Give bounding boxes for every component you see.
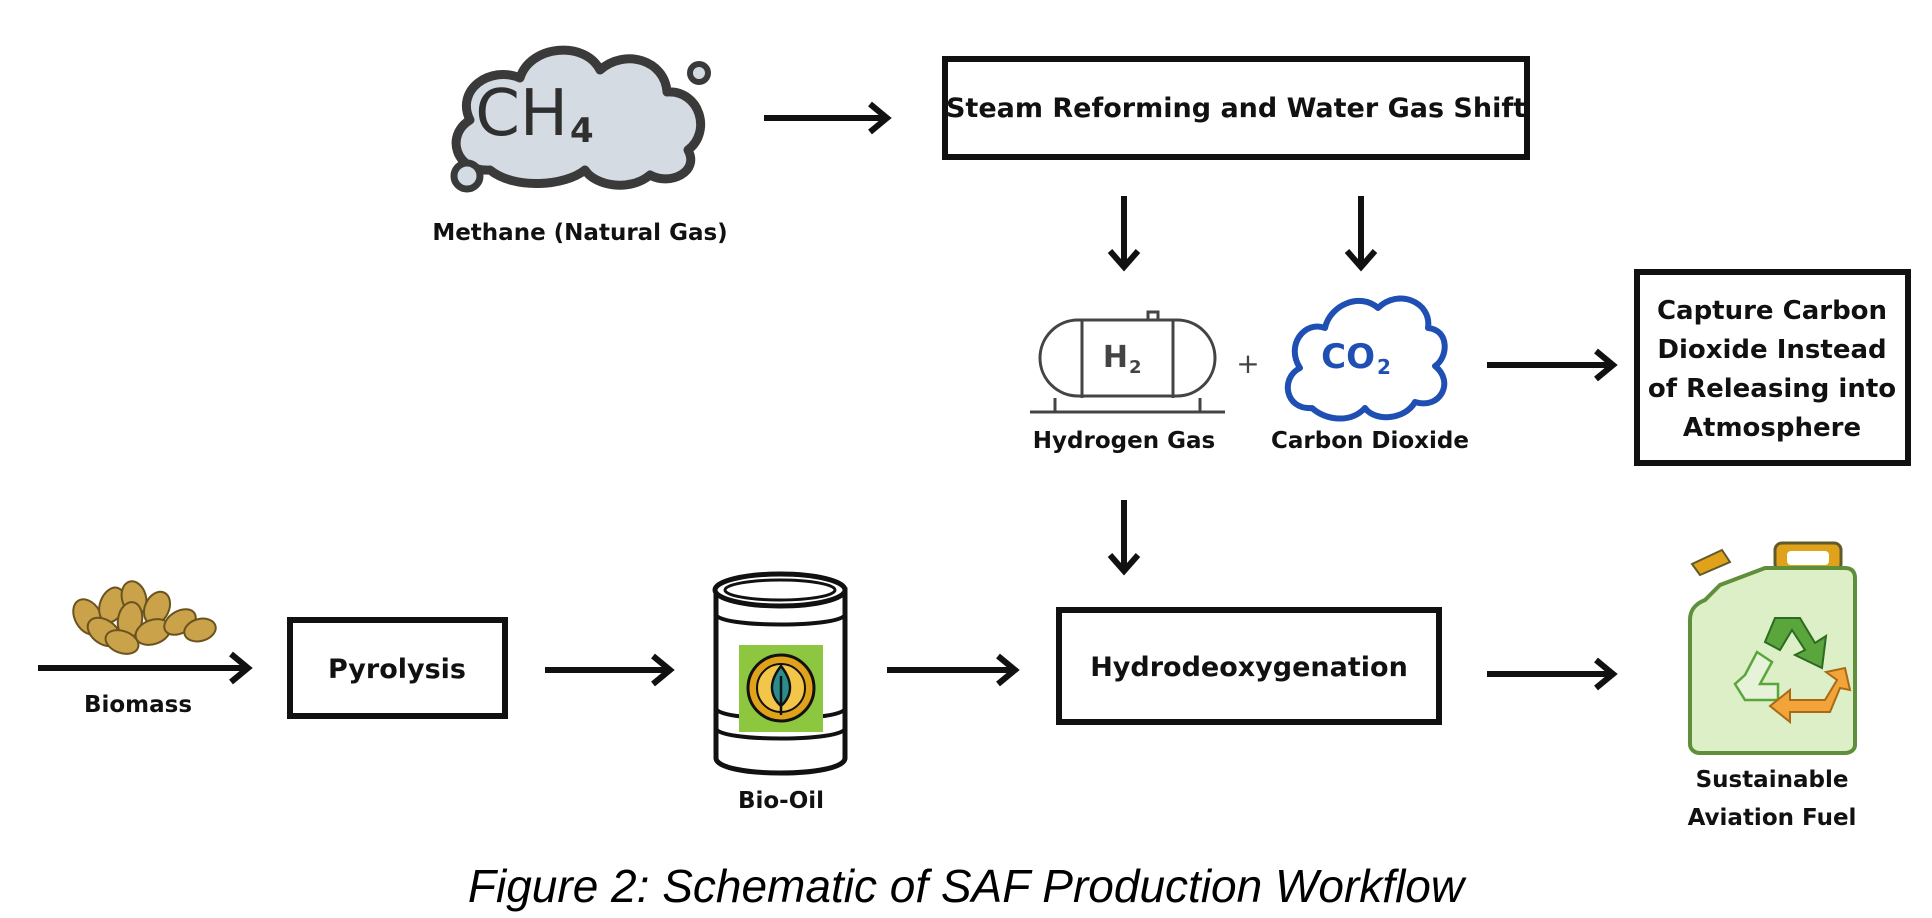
arrow-reforming-to-hydrogen [1107,196,1141,272]
methane-subscript: 4 [570,111,594,151]
arrow-methane-to-reforming [764,101,892,135]
recycle-fuel-can-icon [1688,541,1857,755]
saf-label-line-2: Aviation Fuel [1688,805,1857,831]
pyrolysis-box [287,617,508,719]
hydrogen-symbol: H [1103,340,1128,375]
hydrogen-subscript: 2 [1129,357,1142,378]
pyrolysis-label: Pyrolysis [328,654,466,685]
capture-line-2: Dioxide Instead [1657,335,1886,365]
capture-line-4: Atmosphere [1683,413,1861,443]
saf-label-line-1: Sustainable [1696,767,1849,793]
capture-co2-box [1634,269,1911,466]
oil-barrel-icon [712,571,848,776]
biomass-label: Biomass [84,692,192,718]
steam-reforming-box [942,56,1530,160]
arrow-biomass-to-pyrolysis [38,651,253,685]
arrow-hydrogen-to-hdo [1107,500,1141,576]
arrow-reforming-to-co2 [1344,196,1378,272]
steam-reforming-label: Steam Reforming and Water Gas Shift [946,93,1526,124]
arrow-co2-to-capture [1487,348,1618,382]
hydrogen-label: Hydrogen Gas [1033,428,1215,454]
arrow-bio-oil-to-hdo [887,653,1020,687]
methane-label: Methane (Natural Gas) [432,220,727,246]
methane-cloud-icon: CH 4 [450,45,711,193]
seeds-icon [72,580,217,655]
hydrodeoxygenation-box [1056,607,1442,725]
figure-caption: Figure 2: Schematic of SAF Production Wo… [468,860,1467,912]
bio-oil-label: Bio-Oil [738,788,824,814]
capture-line-3: of Releasing into [1648,374,1896,404]
hydrodeoxygenation-label: Hydrodeoxygenation [1090,652,1408,683]
capture-line-1: Capture Carbon [1657,296,1887,326]
co2-symbol: CO [1321,337,1375,377]
arrow-hdo-to-saf [1487,657,1618,691]
co2-subscript: 2 [1377,355,1391,379]
co2-label: Carbon Dioxide [1271,428,1469,454]
co2-cloud-icon: CO 2 [1284,295,1448,422]
arrow-pyrolysis-to-bio-oil [545,653,675,687]
hydrogen-tank-icon: H 2 [1030,310,1225,414]
plus-sign: + [1236,347,1259,380]
methane-symbol: CH [475,77,568,151]
